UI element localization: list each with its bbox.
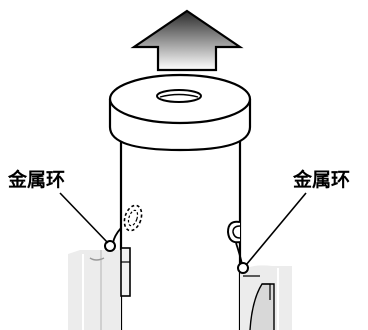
right-metal-ring [226,220,249,274]
top-ring [108,73,252,152]
up-arrow-icon [130,9,244,72]
callout-label-left: 金属环 [8,169,66,191]
left-clip [68,247,131,330]
leader-lines [59,192,307,266]
left-metal-ring [104,204,143,252]
right-clip [240,265,292,330]
rod-body [119,135,242,330]
callout-label-right: 金属环 [293,169,351,191]
